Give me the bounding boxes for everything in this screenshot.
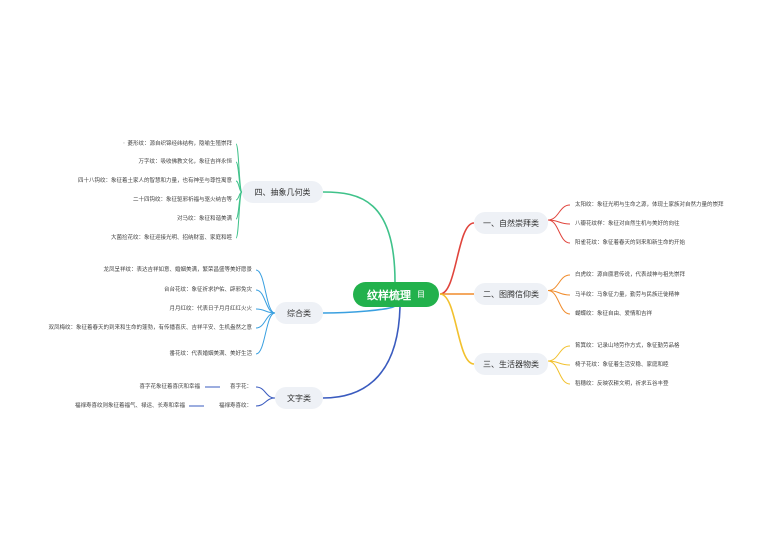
leaf-sun-pattern[interactable]: 太阳纹：象征光明与生命之源，体现土家族对自然力量的崇拜 bbox=[575, 202, 724, 208]
connector-t5-leaf-1 bbox=[255, 289, 276, 314]
topic-daily-objects[interactable]: 三、生活器物类 bbox=[474, 353, 548, 375]
leaf-diamond-pattern[interactable]: ◦菱形纹：源自织锦经纬结构，隐喻生殖崇拜 bbox=[122, 141, 232, 147]
topic-nature-worship[interactable]: 一、自然崇拜类 bbox=[474, 212, 548, 234]
connector-root-t1 bbox=[439, 222, 475, 295]
leaf-basket-pattern[interactable]: 筲箕纹：记录山地劳作方式，象征勤劳品格 bbox=[575, 343, 680, 349]
leaf-butterfly[interactable]: 蝴蝶纹：象征自由、爱情和吉祥 bbox=[575, 311, 653, 317]
connector-t6-leaf-5 bbox=[235, 191, 243, 239]
leaf-fan-flower[interactable]: 番花纹：代表婚姻美满、美好生活 bbox=[169, 351, 252, 357]
leaf-chair-flower[interactable]: 椅子花纹：象征着生活安稳、家庭和睦 bbox=[575, 362, 669, 368]
bullet-dot-icon: ◦ bbox=[122, 141, 126, 147]
leaf-rice-ear[interactable]: 稻穗纹：反映农耕文明，祈求五谷丰登 bbox=[575, 381, 669, 387]
leaf-xi-detail[interactable]: 喜字花象征着喜庆和幸福 bbox=[139, 384, 200, 390]
leaf-horse-pattern[interactable]: 马半纹：马象征力量，勤劳与民族迁徙精神 bbox=[575, 292, 680, 298]
leaf-taitai-flower[interactable]: 台台花纹：象征祈求护佑、辟邪免灾 bbox=[163, 287, 252, 293]
connector-root-t3 bbox=[439, 293, 475, 365]
connector-t3-leaf-0 bbox=[547, 345, 571, 362]
topic-text-patterns[interactable]: 文字类 bbox=[275, 387, 323, 409]
connector-t4-leaf-0 bbox=[255, 386, 276, 399]
leaf-fu-lu-detail[interactable]: 福禄寿喜纹则象征着福气、禄运、长寿和幸福 bbox=[74, 403, 185, 409]
topic-abstract-geometry[interactable]: 四、抽象几何类 bbox=[242, 181, 323, 203]
leaf-48-hook[interactable]: 四十八钩纹：象征着土家人的智慧和力量，也有神圣与尊性寓意 bbox=[77, 178, 232, 184]
leaf-white-tiger[interactable]: 白虎纹：源自廪君传说，代表战神与祖先崇拜 bbox=[575, 272, 686, 278]
connector-root-t4 bbox=[322, 306, 401, 399]
connector-t5-leaf-0 bbox=[255, 269, 276, 314]
leaf-eight-petal-flower[interactable]: 八瓣花纹样：象征对自然生机与美好的向往 bbox=[575, 221, 680, 227]
topic-totem-belief[interactable]: 二、图腾信仰类 bbox=[474, 283, 548, 305]
leaf-sparrow-flower[interactable]: 阳雀花纹：象征着春天的到来和新生命的开始 bbox=[575, 240, 686, 246]
connector-t5-leaf-3 bbox=[255, 312, 276, 329]
root-title: 纹样梳理 bbox=[367, 288, 411, 302]
topic-composite[interactable]: 综合类 bbox=[275, 302, 323, 324]
connector-t2-leaf-0 bbox=[547, 274, 571, 291]
leaf-double-phoenix-plum[interactable]: 双凤梅纹：象征着春天的到来和生命的蓬勃，有传播喜庆、吉祥平安、生机盎然之意 bbox=[48, 325, 252, 331]
connector-t1-leaf-2 bbox=[547, 219, 571, 244]
note-icon[interactable]: 目 bbox=[417, 290, 425, 299]
connector-root-t5 bbox=[322, 305, 396, 314]
leaf-big-flower[interactable]: 大菌捡花纹：象征迎接光明、招纳财富、家庭和睦 bbox=[110, 235, 232, 241]
leaf-24-hook[interactable]: 二十四钩纹：象征驱邪祈福与驱火纳吉等 bbox=[132, 197, 232, 203]
connector-root-t6 bbox=[322, 191, 396, 283]
connector-t2-leaf-2 bbox=[547, 290, 571, 315]
leaf-xi-character[interactable]: 喜字花： bbox=[229, 384, 252, 390]
leaf-paired-horse[interactable]: 对马纹：象征和谐美满 bbox=[176, 216, 232, 222]
root-topic[interactable]: 纹样梳理 目 bbox=[353, 282, 439, 307]
leaf-fu-lu-shou-xi[interactable]: 福禄寿喜纹： bbox=[218, 403, 252, 409]
connector-t4-leaf-1 bbox=[255, 397, 276, 407]
connector-t5-leaf-4 bbox=[255, 312, 276, 355]
leaf-dragon-phoenix[interactable]: 龙凤呈祥纹：表达吉祥如意、婚姻美满，繁荣昌盛等美好愿景 bbox=[103, 267, 252, 273]
connector-t3-leaf-2 bbox=[547, 360, 571, 385]
leaf-swastika-pattern[interactable]: 万字纹：吸收佛教文化，象征吉祥永恒 bbox=[138, 159, 232, 165]
leaf-monthly-red[interactable]: 月月红纹：代表日子月月红红火火 bbox=[169, 306, 252, 312]
connector-t1-leaf-0 bbox=[547, 204, 571, 221]
